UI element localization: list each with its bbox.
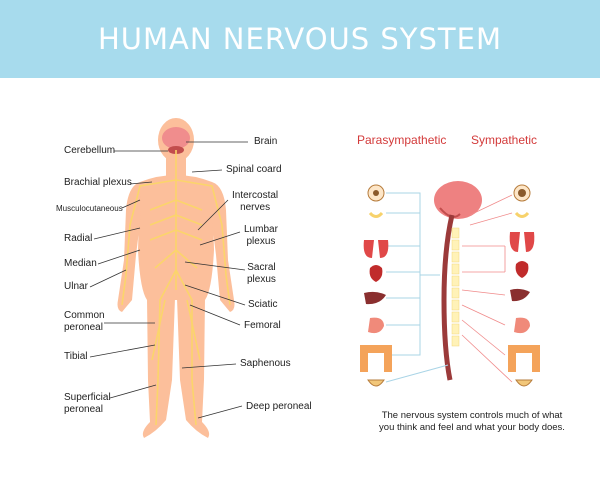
leader-lines-left bbox=[89, 150, 168, 399]
label-common-peroneal-line2: peroneal bbox=[64, 322, 103, 333]
salivary-icon bbox=[368, 211, 384, 218]
label-lumbar-line1: Lumbar bbox=[244, 224, 278, 235]
label-sacral-line2: plexus bbox=[247, 274, 276, 285]
label-deep-peroneal: Deep peroneal bbox=[246, 401, 312, 412]
header-sympathetic: Sympathetic bbox=[471, 133, 538, 147]
label-ulnar: Ulnar bbox=[64, 281, 88, 292]
diagram-brain bbox=[434, 181, 482, 219]
lungs-icon bbox=[509, 232, 535, 252]
label-brain: Brain bbox=[254, 136, 278, 147]
title-banner: HUMAN NERVOUS SYSTEM bbox=[0, 0, 600, 78]
leader-lines-right bbox=[181, 141, 248, 419]
label-common-peroneal-line1: Common bbox=[64, 310, 105, 321]
heart-icon bbox=[369, 265, 383, 282]
page-title: HUMAN NERVOUS SYSTEM bbox=[98, 22, 502, 56]
label-femoral: Femoral bbox=[244, 320, 281, 331]
label-intercostal-nerves: Intercostal nerves bbox=[232, 190, 278, 214]
label-median: Median bbox=[64, 258, 97, 269]
label-tibial: Tibial bbox=[64, 351, 88, 362]
label-common-peroneal: Common peroneal bbox=[64, 310, 105, 334]
lungs-icon bbox=[363, 240, 389, 258]
label-cerebellum: Cerebellum bbox=[64, 145, 116, 156]
brain-shape bbox=[162, 127, 190, 149]
label-intercostal-line2: nerves bbox=[240, 202, 271, 213]
label-superficial-peroneal-line2: peroneal bbox=[64, 404, 103, 415]
label-radial: Radial bbox=[64, 233, 93, 244]
label-superficial-peroneal: Superficial peroneal bbox=[64, 392, 111, 416]
caption-line2: you think and feel and what your body do… bbox=[379, 422, 565, 433]
bladder-icon bbox=[367, 379, 385, 387]
intestine-icon bbox=[360, 345, 392, 372]
label-brachial-plexus: Brachial plexus bbox=[64, 177, 132, 188]
stomach-icon bbox=[368, 317, 384, 334]
caption-line1: The nervous system controls much of what bbox=[381, 410, 563, 421]
label-sciatic: Sciatic bbox=[248, 299, 278, 310]
label-intercostal-line1: Intercostal bbox=[232, 190, 279, 201]
diagram-spinal-cord bbox=[441, 214, 455, 381]
sympathetic-organs bbox=[508, 184, 540, 387]
label-spinal-coard: Spinal coard bbox=[226, 164, 282, 175]
diagram-caption: The nervous system controls much of what… bbox=[352, 410, 592, 434]
liver-icon bbox=[364, 291, 386, 305]
label-sacral-plexus: Sacral plexus bbox=[247, 262, 276, 286]
parasympathetic-connectors bbox=[385, 192, 449, 383]
nerve-network bbox=[121, 150, 231, 426]
vertebrae bbox=[451, 227, 460, 347]
label-sacral-line1: Sacral bbox=[247, 262, 276, 273]
label-saphenous: Saphenous bbox=[240, 358, 291, 369]
label-superficial-peroneal-line1: Superficial bbox=[64, 392, 111, 403]
label-lumbar-plexus: Lumbar plexus bbox=[244, 224, 278, 248]
label-lumbar-line2: plexus bbox=[246, 236, 276, 247]
heart-icon bbox=[515, 261, 529, 278]
sympathetic-connectors bbox=[461, 194, 513, 383]
intestine-icon bbox=[508, 345, 540, 372]
label-musculocutaneous: Musculocutaneous bbox=[56, 204, 123, 213]
bladder-icon bbox=[515, 379, 533, 387]
salivary-icon bbox=[514, 211, 530, 218]
header-parasympathetic: Parasympathetic bbox=[357, 133, 447, 147]
liver-icon bbox=[510, 288, 530, 302]
parasympathetic-organs bbox=[360, 184, 392, 387]
stomach-icon bbox=[514, 317, 530, 334]
